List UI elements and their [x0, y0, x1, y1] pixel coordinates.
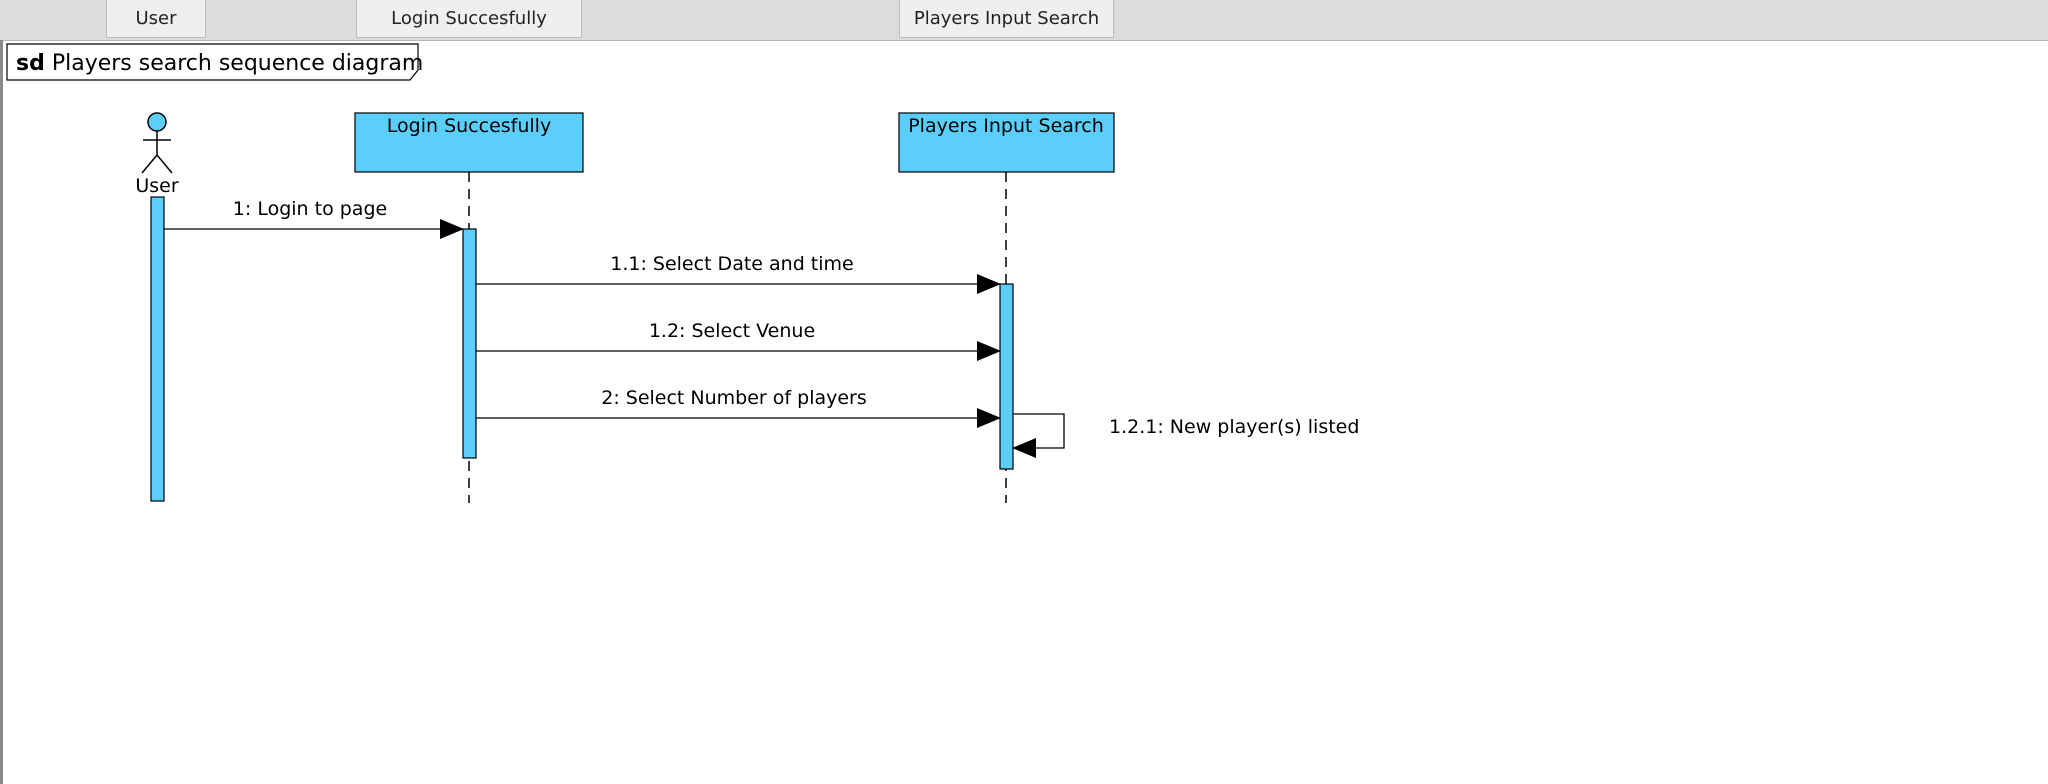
message-label: 1: Login to page — [233, 198, 387, 220]
header-tab-user[interactable]: User — [106, 0, 206, 38]
message-select-venue[interactable]: 1.2: Select Venue — [476, 320, 1001, 361]
message-label: 1.2.1: New player(s) listed — [1109, 416, 1359, 438]
frame-title-tab — [6, 43, 419, 81]
message-select-date-and-time[interactable]: 1.1: Select Date and time — [476, 253, 1001, 294]
message-label: 2: Select Number of players — [601, 387, 867, 409]
canvas-left-edge — [0, 40, 3, 784]
lifeline-head-players-input-search — [898, 112, 1115, 173]
self-message-arrow — [1012, 413, 1065, 458]
message-label: 1.1: Select Date and time — [610, 253, 853, 275]
lifeline-label-login-succesfully: Login Succesfully — [387, 115, 551, 137]
message-select-number-of-players[interactable]: 2: Select Number of players — [476, 387, 1001, 428]
actor-right-leg — [156, 154, 173, 174]
lifeline-label-players-input-search: Players Input Search — [908, 115, 1104, 137]
lifeline-players-input-search[interactable]: Players Input Search — [898, 112, 1115, 503]
header-tab-players-input-search[interactable]: Players Input Search — [899, 0, 1114, 38]
message-login-to-page[interactable]: 1: Login to page — [164, 198, 464, 239]
lifeline-login-succesfully[interactable]: Login Succesfully — [354, 112, 584, 503]
frame-title-text: Players search sequence diagram — [52, 51, 423, 76]
header-tab-login-succesfully[interactable]: Login Succesfully — [356, 0, 582, 38]
lifeline-header-bar: User Login Succesfully Players Input Sea… — [0, 0, 2048, 41]
actor-left-leg — [141, 154, 158, 174]
lifeline-user[interactable]: User — [135, 112, 179, 502]
activation-bar-login-succesfully — [462, 228, 477, 459]
activation-bar-user — [150, 196, 165, 502]
lifeline-label-user: User — [135, 175, 178, 197]
frame-keyword: sd — [16, 51, 45, 76]
lifeline-head-login-succesfully — [354, 112, 584, 173]
frame-title: sd Players search sequence diagram — [16, 51, 423, 76]
message-new-players-listed[interactable]: 1.2.1: New player(s) listed — [1012, 413, 1359, 458]
diagram-frame: sd Players search sequence diagram — [6, 43, 423, 81]
message-label: 1.2: Select Venue — [649, 320, 815, 342]
activation-bar-players-input-search — [999, 283, 1014, 470]
actor-head — [147, 112, 167, 132]
